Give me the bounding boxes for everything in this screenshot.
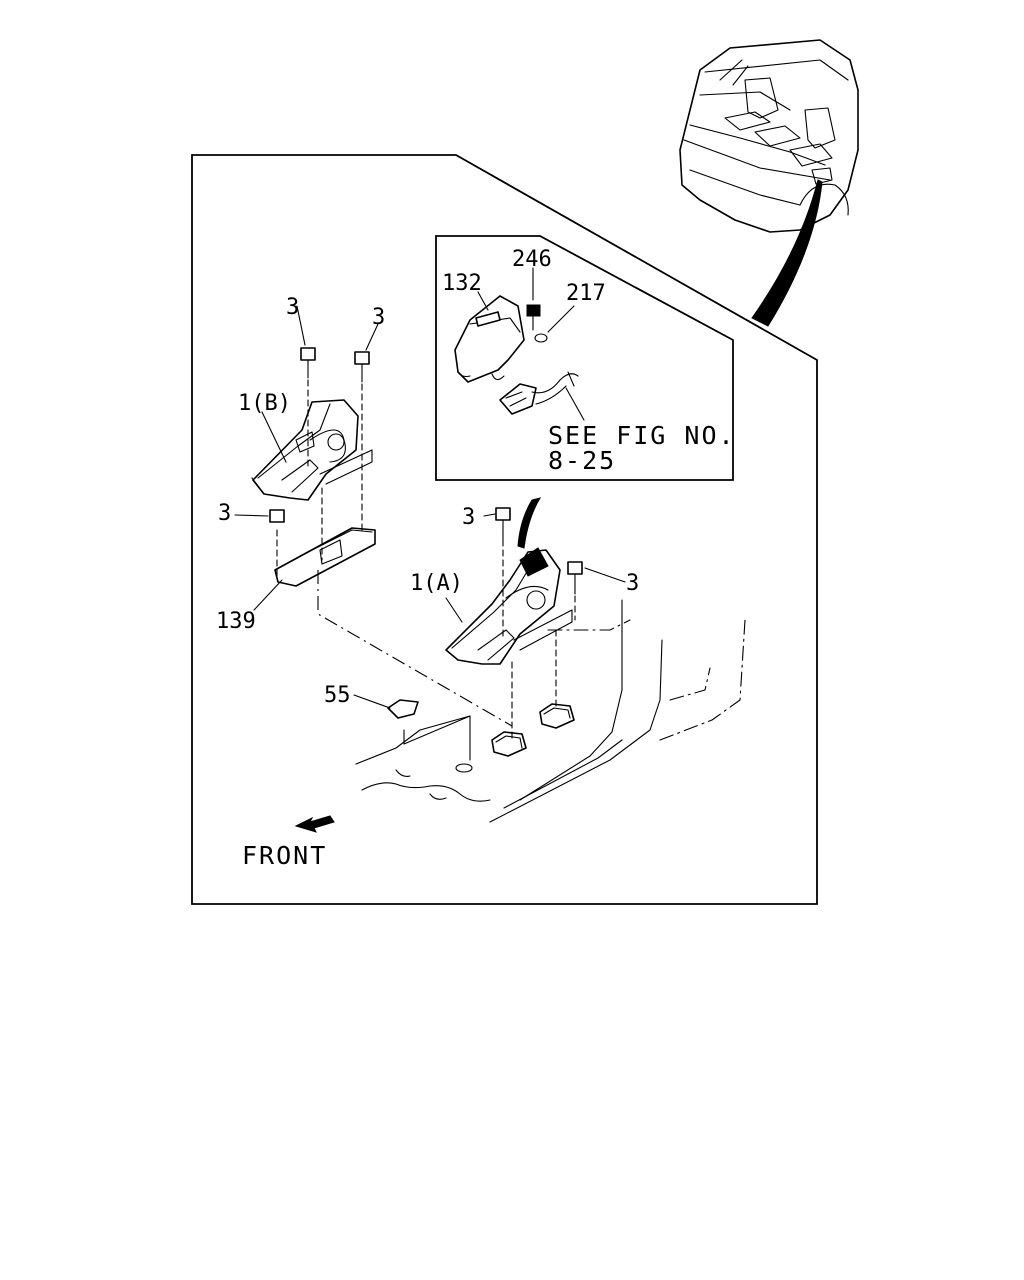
- alignment-line: [317, 570, 513, 727]
- inset-frame: [435, 235, 734, 481]
- seat-lock-a: [445, 497, 626, 739]
- callout-3-bracket-left: 3: [218, 501, 231, 526]
- seat-lock-b: [234, 305, 379, 611]
- diagram-frame: [191, 154, 818, 905]
- vehicle-overview: [679, 39, 859, 327]
- inset-parts: [454, 267, 585, 421]
- callout-55: 55: [324, 683, 351, 708]
- front-label: FRONT: [242, 841, 327, 870]
- callout-3-bolt-b-right: 3: [372, 305, 385, 330]
- callout-246: 246: [512, 247, 552, 272]
- callout-1b: 1(B): [238, 391, 291, 416]
- callout-3-bolt-b-left: 3: [286, 295, 299, 320]
- callout-3-bolt-a-right: 3: [626, 571, 639, 596]
- callout-217: 217: [566, 281, 606, 306]
- see-fig-number: 8-25: [548, 446, 616, 475]
- see-fig-reference: SEE FIG NO.: [548, 421, 736, 450]
- front-arrow-icon: [294, 815, 335, 833]
- callout-139: 139: [216, 609, 256, 634]
- callout-1a: 1(A): [410, 571, 463, 596]
- callout-3-bolt-a-left: 3: [462, 505, 475, 530]
- callout-132: 132: [442, 271, 482, 296]
- floor-area: [353, 599, 746, 823]
